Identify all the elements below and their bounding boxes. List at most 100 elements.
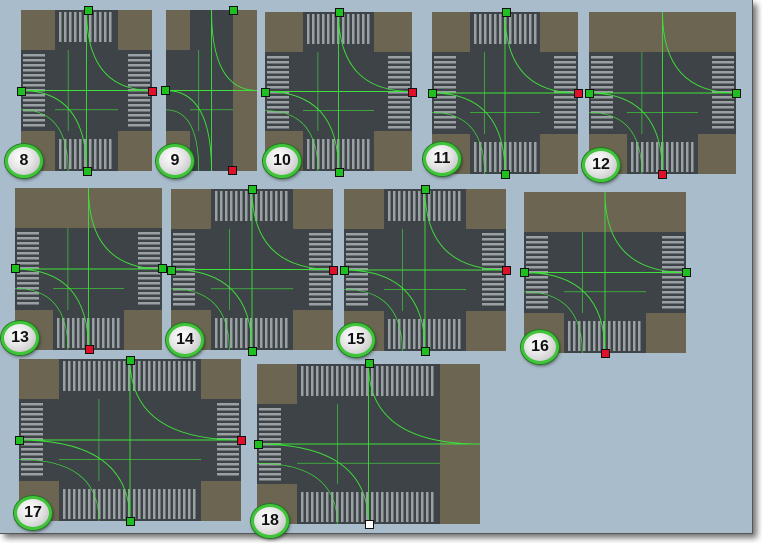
intersection-tile-17[interactable]: [18, 358, 242, 522]
connector-in[interactable]: [335, 8, 344, 17]
crosswalk-stripe: [351, 492, 354, 522]
crosswalk-stripe: [346, 238, 368, 241]
crosswalk-stripe: [309, 253, 331, 256]
connector-in[interactable]: [167, 266, 176, 275]
crosswalk-stripe: [588, 321, 591, 351]
connector-in[interactable]: [428, 89, 437, 98]
connector-out[interactable]: [574, 89, 583, 98]
connector-in[interactable]: [501, 170, 510, 179]
crosswalk-stripe: [23, 64, 45, 67]
tile-number-badge-13: 13: [1, 321, 39, 355]
connector-in[interactable]: [340, 266, 349, 275]
crosswalk-stripe: [74, 12, 77, 42]
connector-in[interactable]: [84, 6, 93, 15]
crosswalk-stripe: [381, 492, 384, 522]
connector-out[interactable]: [85, 345, 94, 354]
connector-in[interactable]: [254, 440, 263, 449]
crosswalk-stripe: [17, 297, 39, 300]
crosswalk-stripe: [494, 142, 497, 172]
intersection-tile-16[interactable]: [523, 191, 687, 354]
crosswalk-stripe: [21, 433, 43, 436]
crosswalk-stripe: [21, 443, 43, 446]
connector-in[interactable]: [502, 8, 511, 17]
connector-none[interactable]: [365, 520, 374, 529]
connector-out[interactable]: [237, 436, 246, 445]
crosswalk-stripe: [526, 261, 548, 264]
crosswalk-stripe: [73, 489, 76, 519]
intersection-graphic: [170, 188, 334, 351]
intersection-tile-8[interactable]: [20, 9, 153, 172]
connector-out[interactable]: [502, 266, 511, 275]
crosswalk-stripe: [662, 246, 684, 249]
intersection-tile-15[interactable]: [343, 188, 507, 352]
crosswalk-stripe: [613, 321, 616, 351]
crosswalk-stripe: [403, 319, 406, 349]
crosswalk-stripe: [416, 492, 419, 522]
connector-in[interactable]: [126, 517, 135, 526]
connector-out[interactable]: [408, 88, 417, 97]
sidewalk-corner: [540, 12, 578, 52]
connector-in[interactable]: [585, 89, 594, 98]
connector-in[interactable]: [17, 87, 26, 96]
intersection-tile-14[interactable]: [170, 188, 334, 351]
crosswalk-stripe: [259, 453, 281, 456]
crosswalk-stripe: [255, 191, 258, 221]
crosswalk-stripe: [484, 142, 487, 172]
crosswalk-stripe: [301, 492, 304, 522]
crosswalk-stripe: [63, 361, 66, 391]
turn-path: [588, 112, 643, 175]
intersection-tile-18[interactable]: [256, 363, 481, 525]
crosswalk-stripe: [388, 319, 391, 349]
crosswalk-stripe: [103, 361, 106, 391]
connector-in[interactable]: [158, 264, 167, 273]
crosswalk-stripe: [67, 318, 70, 348]
connector-in[interactable]: [335, 168, 344, 177]
connector-in[interactable]: [11, 264, 20, 273]
turn-path: [256, 462, 338, 525]
crosswalk-stripe: [143, 361, 146, 391]
connector-in[interactable]: [682, 268, 691, 277]
crosswalk-stripe: [628, 321, 631, 351]
crosswalk-stripe: [118, 361, 121, 391]
connector-in[interactable]: [732, 89, 741, 98]
crosswalk-stripe: [691, 142, 694, 172]
connector-in[interactable]: [261, 88, 270, 97]
crosswalk-stripe: [474, 142, 477, 172]
connector-out[interactable]: [228, 166, 237, 175]
connector-in[interactable]: [248, 347, 257, 356]
crosswalk-stripe: [107, 318, 110, 348]
connector-out[interactable]: [601, 349, 610, 358]
crosswalk-stripe: [113, 361, 116, 391]
crosswalk-stripe: [128, 114, 150, 117]
turn-path: [662, 11, 737, 94]
intersection-tile-13[interactable]: [14, 187, 163, 351]
crosswalk-stripe: [406, 366, 409, 396]
crosswalk-stripe: [217, 408, 239, 411]
connector-in[interactable]: [126, 356, 135, 365]
connector-out[interactable]: [329, 266, 338, 275]
crosswalk-stripe: [68, 361, 71, 391]
connector-in[interactable]: [229, 6, 238, 15]
crosswalk-stripe: [554, 61, 576, 64]
crosswalk-stripe: [554, 111, 576, 114]
crosswalk-stripe: [23, 54, 45, 57]
crosswalk-stripe: [301, 366, 304, 396]
connector-in[interactable]: [161, 86, 170, 95]
crosswalk-stripe: [316, 492, 319, 522]
crosswalk-stripe: [17, 257, 39, 260]
crosswalk-stripe: [74, 139, 77, 169]
connector-in[interactable]: [520, 268, 529, 277]
connector-in[interactable]: [83, 167, 92, 176]
connector-out[interactable]: [148, 87, 157, 96]
crosswalk-stripe: [631, 142, 634, 172]
crosswalk-stripe: [393, 319, 396, 349]
crosswalk-stripe: [17, 267, 39, 270]
connector-in[interactable]: [421, 185, 430, 194]
connector-in[interactable]: [365, 359, 374, 368]
connector-in[interactable]: [248, 185, 257, 194]
crosswalk-stripe: [388, 106, 410, 109]
crosswalk-stripe: [413, 191, 416, 221]
connector-in[interactable]: [421, 347, 430, 356]
connector-out[interactable]: [658, 170, 667, 179]
connector-in[interactable]: [15, 436, 24, 445]
